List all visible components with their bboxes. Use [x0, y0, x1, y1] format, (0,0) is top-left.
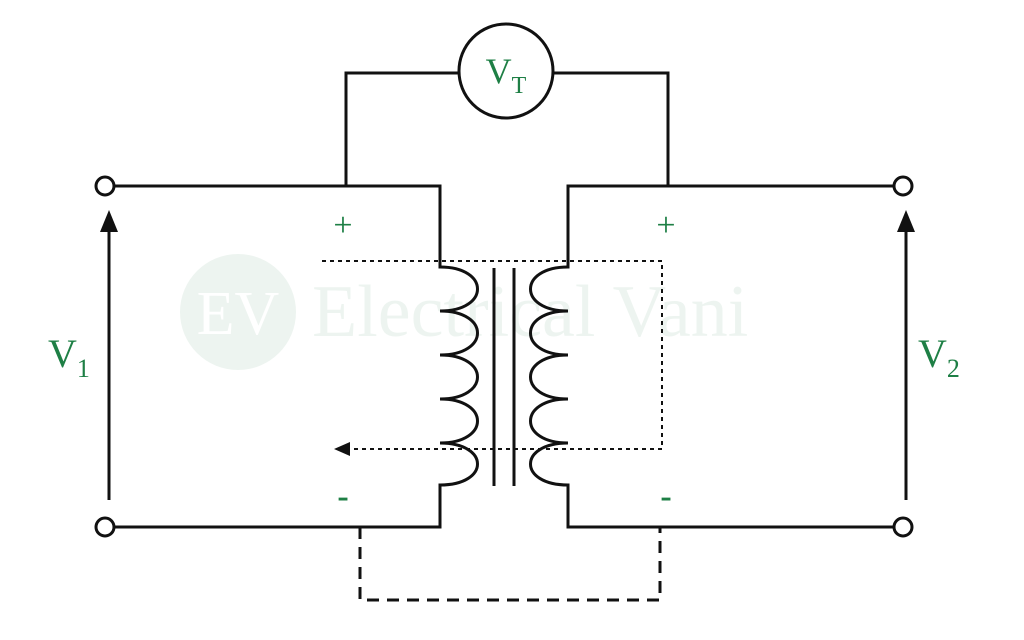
watermark-logo-circle	[180, 254, 296, 370]
primary-minus-mark: -	[337, 478, 348, 515]
v1-label: V1	[48, 331, 90, 383]
voltmeter-label: VT	[486, 51, 527, 99]
primary-top-terminal	[94, 175, 116, 197]
meter-right-lead	[552, 71, 670, 188]
secondary-top-terminal	[892, 175, 914, 197]
v2-arrowhead	[897, 210, 915, 232]
primary-bottom-wire	[114, 483, 442, 529]
flux-arrowhead	[334, 442, 350, 456]
v1-arrowhead	[100, 210, 118, 232]
secondary-bottom-terminal	[892, 516, 914, 538]
meter-left-lead	[344, 71, 460, 188]
voltmeter-circle	[457, 22, 555, 120]
secondary-plus-mark: +	[656, 207, 675, 244]
watermark-logo: EV	[197, 280, 280, 348]
primary-winding	[439, 265, 479, 487]
primary-plus-mark: +	[333, 207, 352, 244]
secondary-top-wire	[566, 184, 894, 269]
primary-bottom-terminal	[94, 516, 116, 538]
secondary-minus-mark: -	[660, 478, 671, 515]
secondary-winding	[529, 265, 569, 487]
minus-terminals-link	[358, 527, 662, 602]
primary-top-wire	[114, 184, 442, 269]
secondary-bottom-wire	[566, 483, 894, 529]
v2-label: V2	[918, 331, 960, 383]
flux-path-dotted	[322, 260, 663, 450]
